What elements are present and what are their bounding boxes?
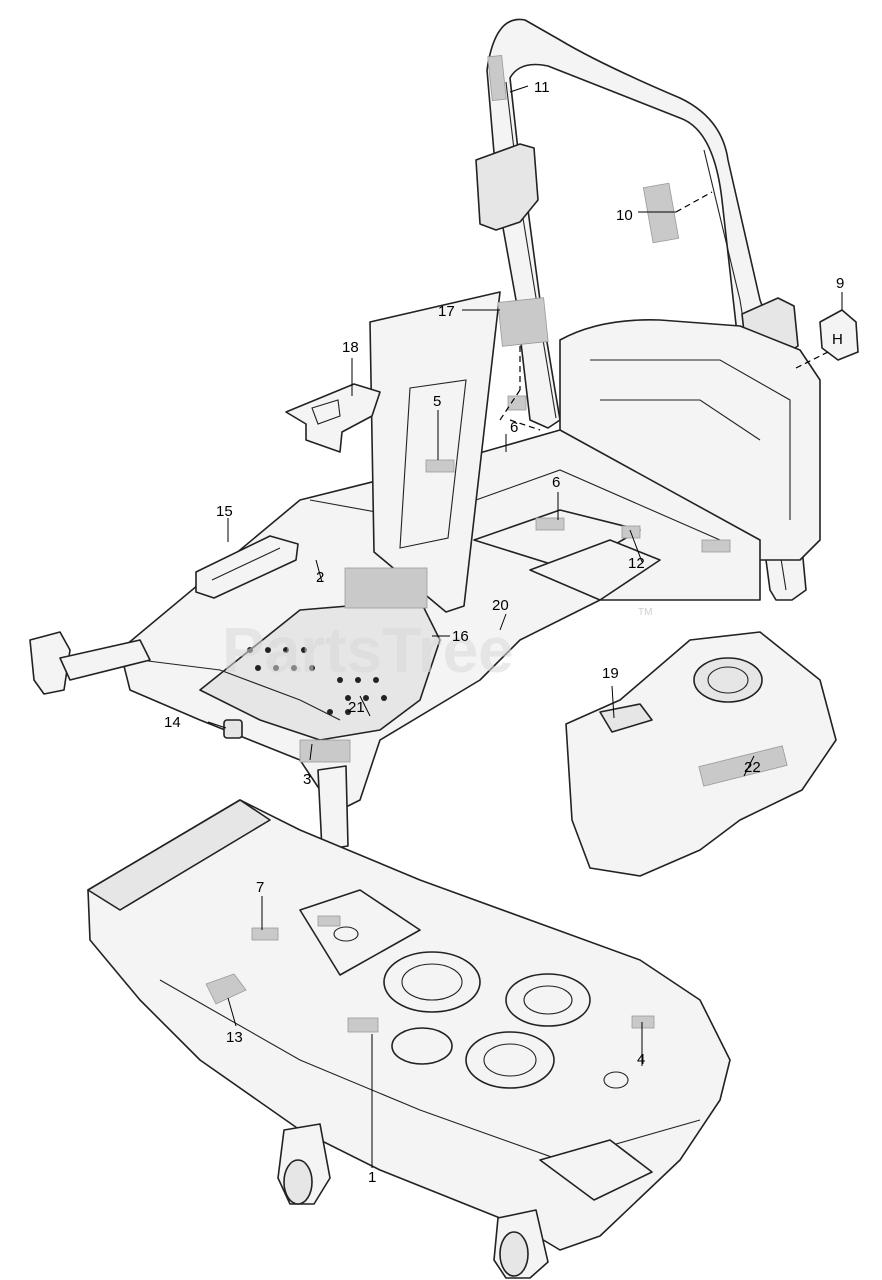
frame-logo: [223, 719, 243, 739]
left-bracket: [285, 383, 381, 453]
deck-pulleys: [333, 926, 629, 1089]
callout-numbers: 1 2 3 4 5 6 6 7 9 10 11 12 13 14 15 16 1…: [164, 79, 844, 1186]
callout-7: 7: [256, 879, 264, 896]
callout-4: 4: [637, 1051, 645, 1068]
callout-18: 18: [342, 339, 359, 356]
callout-20: 20: [492, 597, 509, 614]
callout-5: 5: [433, 393, 441, 410]
watermark-tm: TM: [638, 607, 652, 618]
callout-13: 13: [226, 1029, 243, 1046]
chassis-decals: [299, 54, 731, 763]
callout-2: 2: [316, 569, 324, 586]
callout-3: 3: [303, 771, 311, 788]
callout-10: 10: [616, 207, 633, 224]
seat-plate: [369, 291, 501, 613]
left-step-plate: [195, 535, 299, 599]
callout-6b: 6: [552, 474, 560, 491]
callout-12: 12: [628, 555, 645, 572]
callout-9: 9: [836, 275, 844, 292]
leader-lines: [207, 85, 843, 1168]
floor-pan-holes: [247, 647, 387, 715]
callout-14: 14: [164, 714, 181, 731]
callout-6a: 6: [510, 419, 518, 436]
fender-cover: [565, 631, 837, 877]
deck-casters: [277, 1123, 549, 1279]
callout-21: 21: [348, 699, 365, 716]
callout-16: 16: [452, 628, 469, 645]
callout-15: 15: [216, 503, 233, 520]
callout-19: 19: [602, 665, 619, 682]
watermark: PartsTree: [222, 614, 514, 686]
callout-11: 11: [534, 79, 550, 96]
callout-17: 17: [438, 303, 455, 320]
svg-text:H: H: [832, 331, 843, 348]
callout-1: 1: [368, 1169, 376, 1186]
callout-22: 22: [744, 759, 761, 776]
deck-decals: [205, 915, 655, 1033]
mower-deck: [87, 799, 731, 1251]
